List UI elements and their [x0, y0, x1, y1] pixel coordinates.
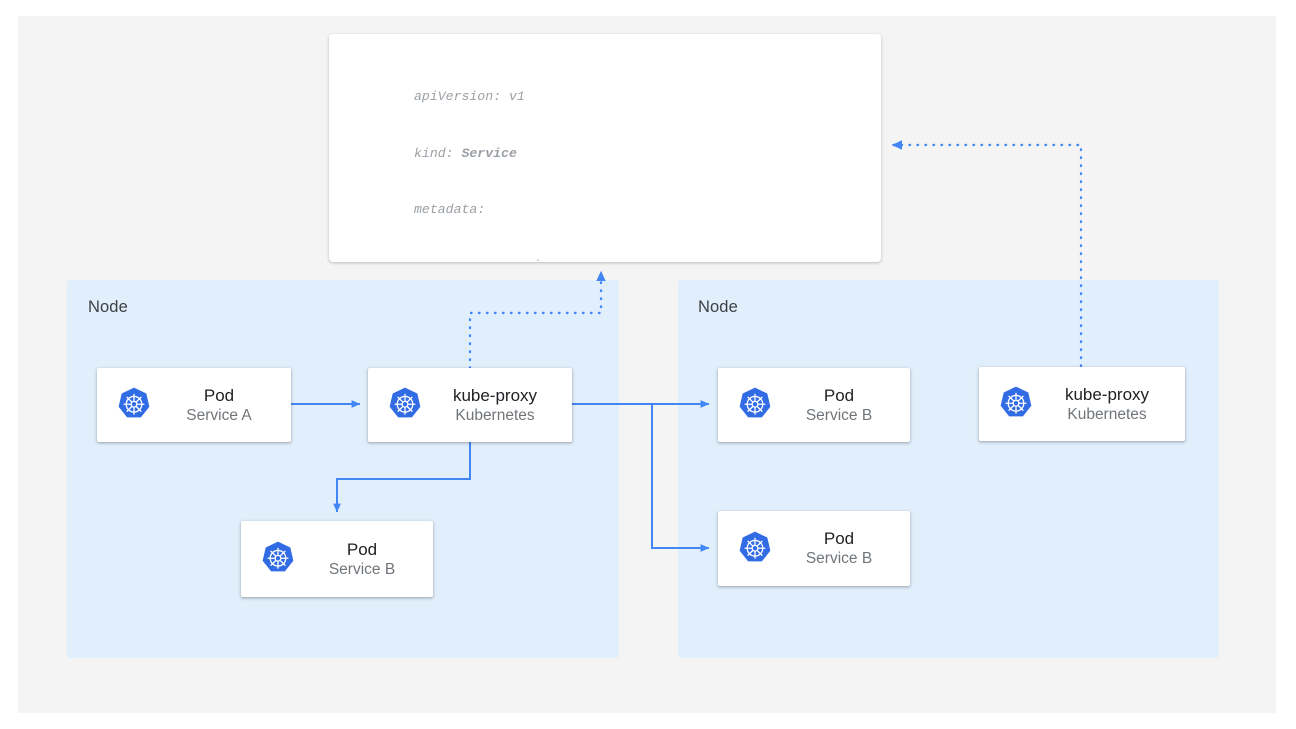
- node-label-left: Node: [88, 298, 128, 316]
- kube-proxy-left-subtitle: Kubernetes: [455, 406, 535, 424]
- pod-service-b-left-text: Pod Service B: [297, 539, 433, 580]
- kube-proxy-left-title: kube-proxy: [452, 385, 538, 405]
- pod-service-b-top-title: Pod: [823, 385, 855, 405]
- pod-service-b-left-card[interactable]: Pod Service B: [241, 521, 433, 597]
- kube-proxy-right-title: kube-proxy: [1064, 384, 1150, 404]
- pod-service-b-top-text: Pod Service B: [774, 385, 910, 426]
- pod-service-b-bottom-title: Pod: [823, 529, 855, 548]
- pod-service-b-bottom-subtitle: Service B: [805, 550, 873, 567]
- kubernetes-logo-icon: [115, 386, 153, 424]
- kubernetes-logo-icon: [736, 530, 774, 568]
- pod-service-a-card[interactable]: Pod Service A: [97, 368, 291, 442]
- node-group-left: [67, 280, 619, 658]
- node-group-right: [678, 280, 1219, 658]
- pod-service-b-top-subtitle: Service B: [805, 406, 873, 424]
- pod-service-b-bottom-text: Pod Service B: [774, 528, 910, 569]
- pod-service-a-title: Pod: [203, 385, 235, 405]
- pod-service-b-bottom-card[interactable]: Pod Service B: [718, 511, 910, 586]
- kube-proxy-right-card[interactable]: kube-proxy Kubernetes: [979, 367, 1185, 441]
- pod-service-b-left-subtitle: Service B: [328, 560, 396, 578]
- kube-proxy-left-text: kube-proxy Kubernetes: [424, 385, 572, 426]
- kube-proxy-right-subtitle: Kubernetes: [1067, 405, 1147, 423]
- node-label-right: Node: [698, 298, 738, 316]
- yaml-line: apiVersion: v1: [414, 89, 525, 105]
- kubernetes-logo-icon: [997, 385, 1035, 423]
- service-manifest-yaml: apiVersion: v1 kind: Service metadata: n…: [414, 51, 738, 262]
- service-manifest-card: apiVersion: v1 kind: Service metadata: n…: [329, 34, 881, 262]
- kubernetes-logo-icon: [259, 540, 297, 578]
- pod-service-b-top-card[interactable]: Pod Service B: [718, 368, 910, 442]
- yaml-line: kind: Service: [414, 145, 517, 161]
- kubernetes-logo-icon: [736, 386, 774, 424]
- yaml-line: name: my-service: [414, 257, 738, 262]
- yaml-line: metadata:: [414, 201, 486, 217]
- kubernetes-logo-icon: [386, 386, 424, 424]
- kube-proxy-left-card[interactable]: kube-proxy Kubernetes: [368, 368, 572, 442]
- pod-service-b-left-title: Pod: [346, 539, 378, 559]
- kube-proxy-right-text: kube-proxy Kubernetes: [1035, 384, 1185, 425]
- pod-service-a-text: Pod Service A: [153, 385, 291, 426]
- pod-service-a-subtitle: Service A: [186, 406, 252, 424]
